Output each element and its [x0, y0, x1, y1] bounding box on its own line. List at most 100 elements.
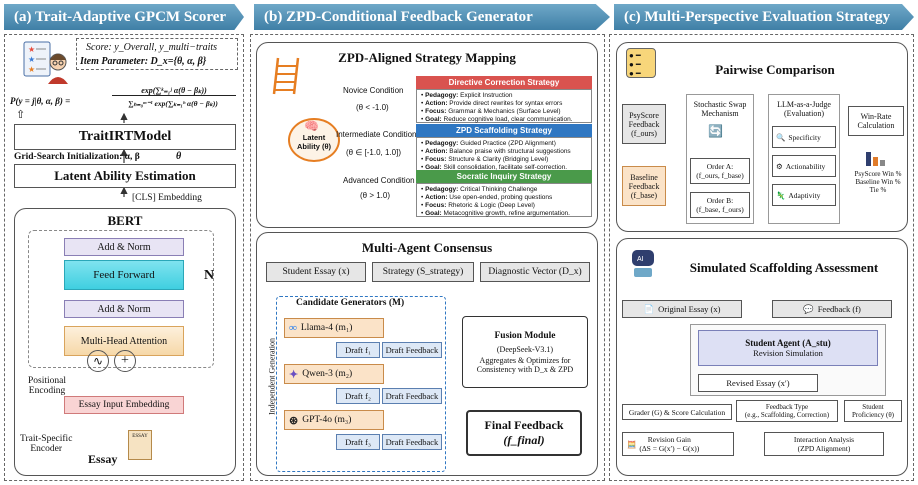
grid-search-label: Grid-Search Initialization: α, β — [14, 152, 140, 162]
revised-essay-box: Revised Essay (x′) — [698, 374, 818, 392]
student-essay-input: Student Essay (x) — [266, 262, 366, 282]
strategy-line-value: Skill consolidation, facilitate self-cor… — [441, 164, 568, 172]
fusion-model: (DeepSeek-V3.1) — [496, 344, 554, 354]
panel-c-banner: (c) Multi-Perspective Evaluation Strateg… — [614, 4, 914, 30]
strategy-line: • Action: Use open-ended, probing questi… — [421, 194, 553, 202]
strategy-input: Strategy (S_strategy) — [372, 262, 474, 282]
criterion-specificity[interactable]: 🔍Specificity — [772, 126, 836, 148]
panel-c-frame — [609, 34, 914, 481]
criterion-adaptivity[interactable]: 🦎Adaptivity — [772, 184, 836, 206]
student-agent-box: Student Agent (A_stu) Revision Simulatio… — [698, 330, 878, 366]
strategy-body: • Pedagogy: Guided Practice (ZPD Alignme… — [416, 137, 592, 171]
strategy-line: • Action: Balance praise with structural… — [421, 148, 571, 156]
model-box: ∞Llama-4 (m₁) — [284, 318, 384, 338]
bert-title: BERT — [107, 213, 143, 228]
grader-box: Grader (G) & Score Calculation — [622, 404, 732, 420]
strategy-line: • Pedagogy: Critical Thinking Challenge — [421, 186, 538, 193]
fusion-module: Fusion Module (DeepSeek-V3.1) Aggregates… — [462, 316, 588, 388]
svg-text:AI: AI — [637, 256, 644, 263]
winrate-legend: PsyScore Win % Baseline Win % Tie % — [854, 170, 902, 194]
ladder-icon — [270, 56, 304, 101]
strategy-header: ZPD Scaffolding Strategy — [416, 124, 592, 137]
original-essay-label: Original Essay (x) — [658, 304, 721, 314]
revision-gain-label: Revision Gain (ΔS = G(x′) − G(x)) — [639, 435, 700, 453]
revision-sim-label: Revision Simulation — [753, 348, 823, 358]
strategy-line-value: Reduce cognitive load, clear communicati… — [441, 116, 573, 124]
strategy-header: Socratic Inquiry Strategy — [416, 170, 592, 183]
strategy-header: Directive Correction Strategy — [416, 76, 592, 89]
advanced-condition-label: Advanced Condition — [343, 176, 415, 185]
strategy-line-key: Pedagogy: — [425, 92, 459, 99]
positional-encoding-icon: ∿ — [87, 350, 109, 372]
draft-feedback: Draft Feedback — [382, 388, 442, 404]
svg-text:★: ★ — [28, 55, 35, 64]
sim-title: Simulated Scaffolding Assessment — [689, 260, 879, 275]
criterion-adaptivity-label: Adaptivity — [788, 190, 821, 200]
strategy-line-value: Provide direct rewrites for syntax error… — [447, 100, 563, 108]
bar-chart-icon — [864, 148, 886, 171]
panel-a-frame — [4, 34, 244, 481]
latent-ability-circle — [288, 118, 340, 162]
final-feedback: Final Feedback (f_final) — [466, 410, 582, 456]
teacher-icon: ★ ★ ★ — [22, 40, 68, 84]
strategy-line-value: Guided Practice (ZPD Alignment) — [458, 140, 556, 147]
strategy-line-key: Focus: — [425, 156, 447, 164]
strategy-line-key: Action: — [425, 100, 448, 108]
feedback-type-box: Feedback Type (e.g., Scaffolding, Correc… — [736, 400, 838, 422]
gpcm-formula-den: ∑ₕ₌₀ᵐ⁻¹ exp(∑ₖ₌₁ʰ α(θ − βₖ)) — [128, 99, 218, 108]
panel-b-frame — [250, 34, 605, 481]
model-name: GPT-4o (m₃) — [302, 415, 352, 425]
model-logo-icon: ✦ — [289, 368, 299, 381]
draft-label: Draft f₁ — [336, 342, 380, 358]
winrate-calculation: Win-Rate Calculation — [848, 106, 904, 136]
strategy-line-value: Rhetoric & Logic (Deep Level) — [446, 202, 535, 210]
model-name: Llama-4 (m₁) — [300, 323, 353, 333]
interaction-analysis-box: Interaction Analysis (ZPD Alignment) — [764, 432, 884, 456]
latent-ability-estimation: Latent Ability Estimation — [14, 164, 236, 188]
strategy-line-key: Pedagogy: — [425, 140, 459, 147]
shuffle-icon: 🔄 — [708, 124, 723, 138]
robot-icon: AI — [628, 246, 658, 278]
swap-label: Stochastic Swap Mechanism — [693, 100, 747, 118]
add-icon: + — [114, 350, 136, 372]
brain-icon: 🧠 — [304, 119, 319, 133]
model-box: ⊛GPT-4o (m₃) — [284, 410, 384, 430]
independent-generation-label: Independent Generation — [267, 337, 277, 416]
score-box — [76, 38, 238, 70]
original-essay-box: 📄Original Essay (x) — [622, 300, 742, 318]
strategy-line-value: Structure & Clarity (Bridging Level) — [446, 156, 549, 164]
strategy-line: • Focus: Structure & Clarity (Bridging L… — [421, 156, 549, 164]
strategy-line: • Focus: Grammar & Mechanics (Surface Le… — [421, 108, 561, 116]
draft-feedback: Draft Feedback — [382, 434, 442, 450]
draft-feedback: Draft Feedback — [382, 342, 442, 358]
strategy-line-value: Metacognitive growth, refine argumentati… — [441, 210, 570, 218]
candidate-generators-label: Candidate Generators (M) — [296, 298, 405, 308]
strategy-line-key: Goal: — [425, 116, 442, 124]
student-agent-label: Student Agent (A_stu) — [745, 338, 831, 348]
chat-icon: 💬 — [803, 303, 814, 314]
feedback-box: 💬Feedback (f) — [772, 300, 892, 318]
panel-a-banner: (a) Trait-Adaptive GPCM Scorer — [4, 4, 244, 30]
strategy-line: • Goal: Metacognitive growth, refine arg… — [421, 210, 570, 218]
score-line: Score: y_Overall, y_multi−traits — [86, 42, 218, 53]
judge-frame — [768, 94, 840, 224]
chameleon-icon: 🦎 — [776, 190, 786, 200]
up-arrow-icon: ⇧ — [16, 109, 26, 121]
feedback-label: Feedback (f) — [817, 304, 861, 314]
draft-label: Draft f₃ — [336, 434, 380, 450]
theta-label: θ — [176, 151, 182, 162]
checklist-icon: ● ━● ━● ━ — [626, 48, 656, 78]
svg-text:★: ★ — [28, 65, 35, 74]
draft-label: Draft f₂ — [336, 388, 380, 404]
pairwise-title: Pairwise Comparison — [715, 62, 835, 77]
latent-ability-label: Latent Ability (θ) — [296, 133, 332, 151]
intermediate-condition-range: (θ ∈ [-1.0, 1.0]) — [346, 148, 401, 157]
psyscore-feedback: PsyScore Feedback (f_ours) — [622, 104, 666, 144]
order-b: Order B: (f_base, f_ours) — [690, 192, 750, 218]
zpd-mapping-title: ZPD-Aligned Strategy Mapping — [338, 50, 516, 65]
svg-text:★: ★ — [28, 45, 35, 54]
panel-b-banner: (b) ZPD-Conditional Feedback Generator — [254, 4, 610, 30]
strategy-line-key: Pedagogy: — [425, 186, 459, 193]
criterion-actionability[interactable]: ⚙Actionability — [772, 155, 836, 177]
gpcm-formula-num: exp(∑ᵏ₌₁ʲ α(θ − βₖ)) — [112, 86, 236, 96]
